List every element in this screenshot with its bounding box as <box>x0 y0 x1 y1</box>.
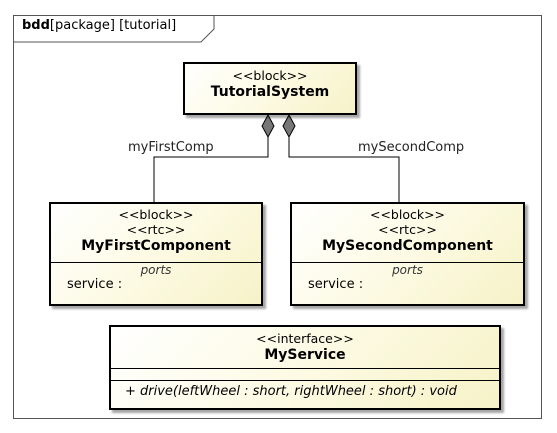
block-name: TutorialSystem <box>210 84 330 100</box>
ports-compartment-label: ports <box>140 263 172 277</box>
compartment-divider <box>292 262 523 263</box>
block-name: MySecondComponent <box>322 238 493 254</box>
compartment-divider <box>51 262 261 263</box>
composition-diamond-first <box>261 113 275 139</box>
role-my-first-comp: myFirstComp <box>128 140 214 155</box>
port-property: service : <box>308 277 364 292</box>
diagram-frame <box>13 15 542 419</box>
block-my-second-component[interactable]: <<block>> <<rtc>> MySecondComponent port… <box>290 202 525 306</box>
frame-title: bdd[package] [tutorial] <box>22 18 176 33</box>
interface-name: MyService <box>264 347 346 363</box>
composition-diamond-second <box>282 113 296 139</box>
attributes-divider <box>111 368 499 369</box>
frame-tab <box>13 15 215 43</box>
interface-stereotype: <<interface>> <box>256 331 354 346</box>
block-tutorial-system[interactable]: <<block>> TutorialSystem <box>183 62 357 115</box>
rtc-stereotype: <<rtc>> <box>378 222 437 237</box>
block-stereotype: <<block>> <box>118 207 194 222</box>
operations-divider <box>111 380 499 381</box>
block-stereotype: <<block>> <box>232 68 308 83</box>
ports-compartment-label: ports <box>392 263 423 277</box>
role-my-second-comp: mySecondComp <box>358 140 465 155</box>
operation-drive: + drive(leftWheel : short, rightWheel : … <box>125 384 457 399</box>
frame-kind: bdd <box>22 18 50 33</box>
port-property: service : <box>67 277 123 292</box>
block-name: MyFirstComponent <box>81 238 231 254</box>
block-stereotype: <<block>> <box>369 207 446 222</box>
rtc-stereotype: <<rtc>> <box>126 222 186 237</box>
block-my-first-component[interactable]: <<block>> <<rtc>> MyFirstComponent ports… <box>49 202 263 306</box>
frame-label: [package] [tutorial] <box>49 18 177 33</box>
interface-my-service[interactable]: <<interface>> MyService + drive(leftWhee… <box>109 325 501 410</box>
